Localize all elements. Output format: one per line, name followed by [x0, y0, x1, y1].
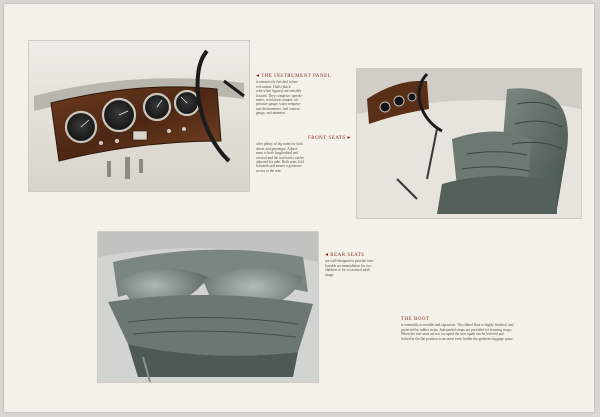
boot-caption: The boot is externally accessible and ca… — [401, 317, 585, 341]
right-arrow-icon: ▸ — [347, 135, 351, 141]
left-arrow-icon: ◂ — [325, 252, 329, 258]
front-seats-caption: Front seats ▸ offer plenty of leg room f… — [256, 135, 351, 173]
instrument-panel-photo — [28, 40, 250, 192]
front-seats-text: offer plenty of leg room for both driver… — [256, 142, 304, 173]
front-seats-photo — [356, 68, 582, 219]
brochure-page: ◂ The instrument panel is attractively f… — [4, 4, 594, 412]
front-seats-heading: Front seats ▸ — [307, 135, 351, 141]
rear-seats-photo — [97, 231, 319, 383]
boot-heading: The boot — [401, 317, 430, 322]
left-arrow-icon: ◂ — [256, 73, 260, 79]
instrument-panel-text: is attractively finished in bur- red wal… — [256, 80, 303, 116]
instrument-panel-caption: ◂ The instrument panel is attractively f… — [256, 73, 351, 116]
instrument-panel-heading: ◂ The instrument panel — [256, 73, 332, 79]
rear-seats-heading: ◂ Rear seats — [325, 252, 365, 258]
boot-text: is externally accessible and capacious. … — [401, 323, 514, 341]
rear-seats-caption: ◂ Rear seats are well-designed to provid… — [325, 252, 401, 277]
rear-seats-text: are well-designed to provide com- fortab… — [325, 259, 375, 277]
